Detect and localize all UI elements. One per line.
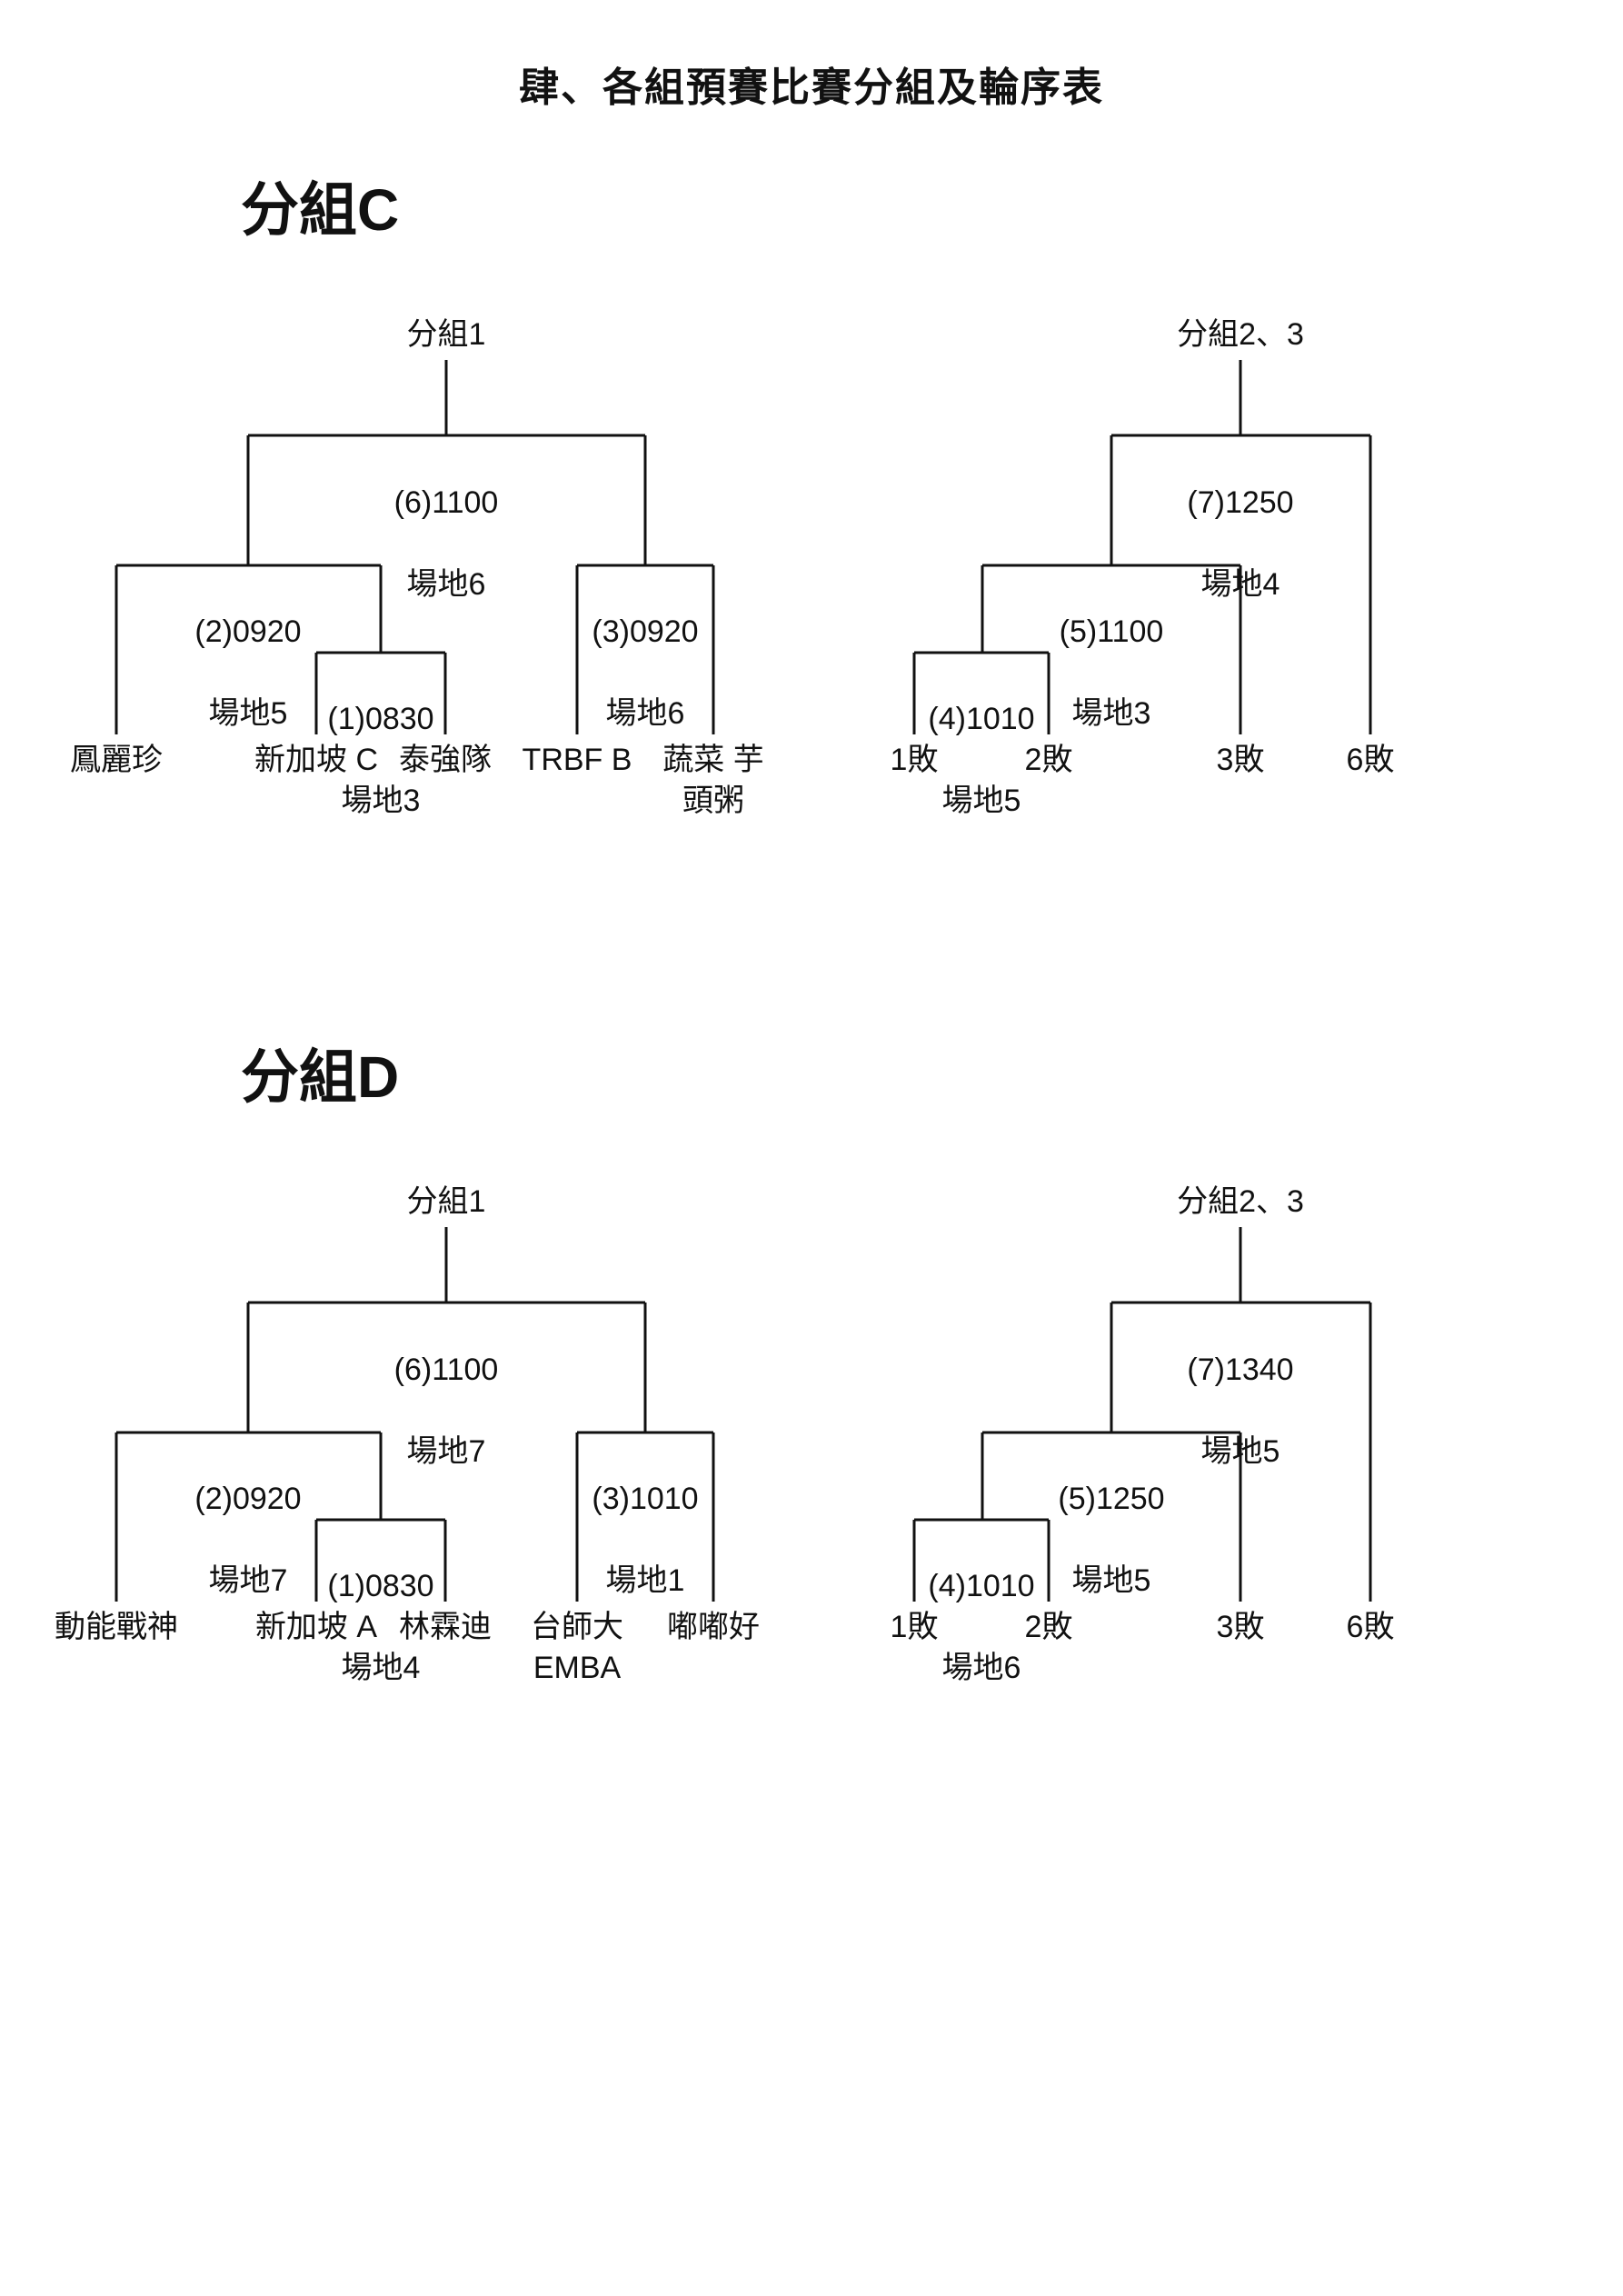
team-label: TRBF B [522,743,632,777]
match-label-consolation-semi: (5)1250 場地5 [1058,1438,1164,1642]
match-label-consolation-final: (7)1250 場地4 [1187,442,1293,646]
match-code: (1)0830 [327,702,434,736]
team-label: 嘟嘟好 [667,1610,760,1644]
match-label-final: (6)1100 場地7 [394,1309,499,1513]
match-label-final: (6)1100 場地6 [394,442,499,646]
match-code: (1)0830 [327,1569,434,1603]
match-court: 場地7 [406,1434,486,1469]
match-court: 場地5 [1071,1563,1151,1598]
match-court: 場地6 [406,567,486,602]
match-label-first: (1)0830 場地3 [327,658,433,863]
loser-slot-label: 3敗 [1216,743,1265,777]
match-court: 場地5 [1200,1434,1280,1469]
match-label-first: (1)0830 場地4 [327,1525,433,1730]
match-court: 場地3 [1071,696,1151,731]
loser-slot-label: 1敗 [890,1610,939,1644]
team-label: 鳳麗珍 [70,743,163,777]
loser-slot-label: 1敗 [890,743,939,777]
match-label-semi-right: (3)0920 場地6 [592,571,698,775]
bracket-title-consolation: 分組2、3 [1177,1184,1304,1219]
bracket-title-main: 分組1 [406,317,486,352]
match-code: (3)0920 [592,614,699,649]
team-label: 新加坡 A [254,1610,378,1644]
match-code: (2)0920 [194,1482,302,1516]
page-title: 肆、各組預賽比賽分組及輪序表 [519,65,1104,110]
loser-slot-label: 6敗 [1346,743,1395,777]
match-court: 場地6 [941,1651,1021,1685]
group-heading-c: 分組C [241,177,400,243]
team-label: 林霖迪 [399,1610,492,1644]
team-label: 台師大 EMBA [531,1610,623,1685]
match-code: (7)1250 [1187,485,1294,520]
match-label-semi-left: (2)0920 場地5 [194,571,301,775]
match-label-consolation-first: (4)1010 場地5 [928,658,1034,863]
loser-slot-label: 6敗 [1346,1610,1395,1644]
match-label-consolation-final: (7)1340 場地5 [1187,1309,1293,1513]
loser-slot-label: 2敗 [1024,743,1073,777]
match-label-semi-left: (2)0920 場地7 [194,1438,301,1642]
loser-slot-label: 3敗 [1216,1610,1265,1644]
team-label: 新加坡 C [254,743,378,777]
match-code: (7)1340 [1187,1353,1294,1387]
match-code: (5)1100 [1059,614,1164,649]
match-code: (6)1100 [393,1353,499,1387]
team-label: 泰強隊 [399,743,492,777]
bracket-title-main: 分組1 [406,1184,486,1219]
team-label: 動能戰神 [55,1610,178,1644]
bracket-title-consolation: 分組2、3 [1177,317,1304,352]
group-heading-d: 分組D [241,1044,400,1110]
bracket-lines-d-main [115,1227,715,1602]
match-code: (4)1010 [928,702,1035,736]
bracket-lines-c-consolation [912,360,1372,734]
match-label-consolation-first: (4)1010 場地6 [928,1525,1034,1730]
match-code: (4)1010 [928,1569,1035,1603]
match-court: 場地5 [941,784,1021,818]
loser-slot-label: 2敗 [1024,1610,1073,1644]
team-label: 蔬菜 芋 頭粥 [662,743,764,818]
match-court: 場地4 [341,1651,421,1685]
match-code: (6)1100 [393,485,499,520]
match-court: 場地5 [208,696,288,731]
match-court: 場地7 [208,1563,288,1598]
bracket-lines-d-consolation [912,1227,1372,1602]
match-code: (2)0920 [194,614,302,649]
match-court: 場地1 [605,1563,685,1598]
match-court: 場地3 [341,784,421,818]
match-code: (5)1250 [1058,1482,1165,1516]
bracket-lines-c-main [115,360,715,734]
match-label-consolation-semi: (5)1100 場地3 [1060,571,1164,775]
match-label-semi-right: (3)1010 場地1 [592,1438,698,1642]
match-court: 場地6 [605,696,685,731]
match-code: (3)1010 [592,1482,699,1516]
match-court: 場地4 [1200,567,1280,602]
